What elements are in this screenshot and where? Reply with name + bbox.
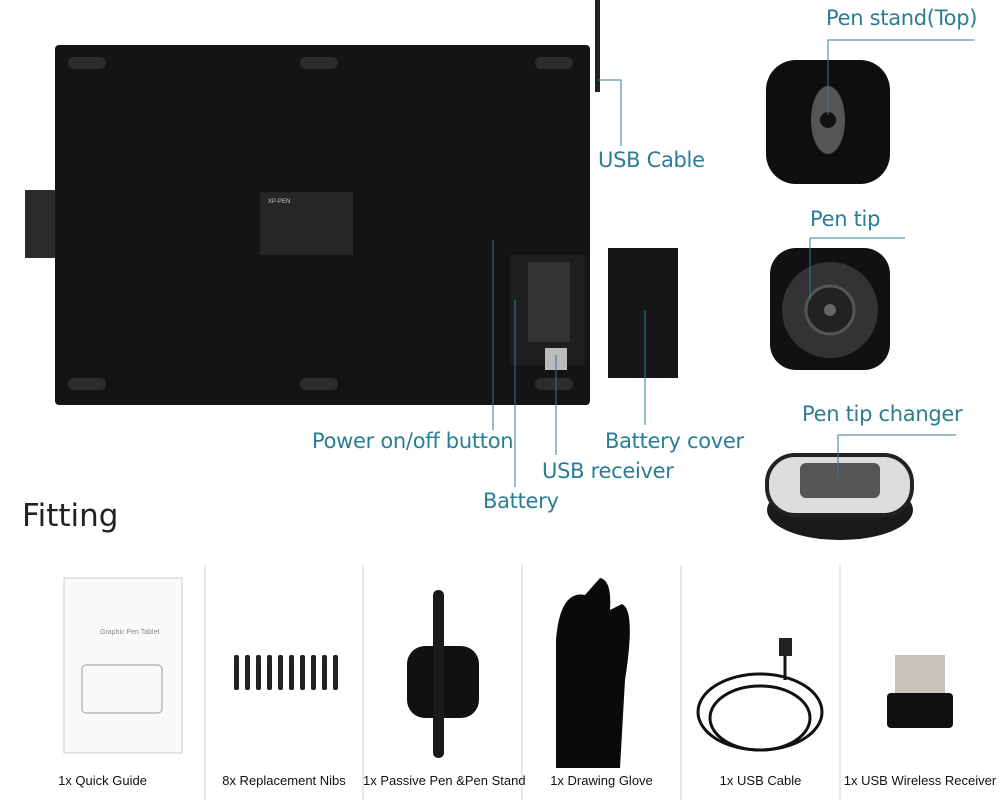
callout-pen-tip: Pen tip — [810, 207, 881, 231]
fitting-dividers — [204, 565, 841, 800]
fitting-caption-glove: 1x Drawing Glove — [550, 773, 653, 788]
fitting-caption-nibs: 8x Replacement Nibs — [222, 773, 346, 788]
callout-usb-cable: USB Cable — [598, 148, 705, 172]
section-title: Fitting — [22, 498, 119, 534]
fitting-caption-usb-cable: 1x USB Cable — [719, 773, 802, 788]
antenna — [595, 0, 600, 92]
quick-guide-image: Graphic Pen Tablet — [63, 577, 183, 754]
fitting-caption-pen-stand: 1x Passive Pen &Pen Stand — [363, 773, 526, 788]
usb-cable-image — [696, 645, 824, 752]
callout-usb-receiver: USB receiver — [542, 459, 674, 483]
battery-cover — [608, 248, 678, 378]
callout-lines — [492, 39, 974, 487]
glove-image — [556, 578, 630, 768]
nibs-image — [234, 655, 338, 690]
callout-pen-tip-changer: Pen tip changer — [802, 402, 963, 426]
usb-receiver-image — [887, 655, 953, 728]
pen-strap — [25, 190, 57, 258]
fitting-caption-quick-guide: 1x Quick Guide — [58, 773, 147, 788]
tablet-label-sticker — [260, 192, 353, 255]
battery — [528, 262, 570, 342]
pen-and-stand-image — [407, 590, 479, 758]
callout-battery: Battery — [483, 489, 559, 513]
callout-power-button: Power on/off button — [312, 429, 514, 453]
svg-text:Graphic Pen Tablet: Graphic Pen Tablet — [100, 629, 159, 636]
callout-battery-cover: Battery cover — [605, 429, 744, 453]
tablet-feet — [68, 57, 573, 390]
svg-text:XP-PEN: XP-PEN — [268, 199, 290, 205]
callout-pen-stand-top: Pen stand(Top) — [826, 6, 978, 30]
fitting-caption-usb-receiver: 1x USB Wireless Receiver — [843, 773, 997, 788]
